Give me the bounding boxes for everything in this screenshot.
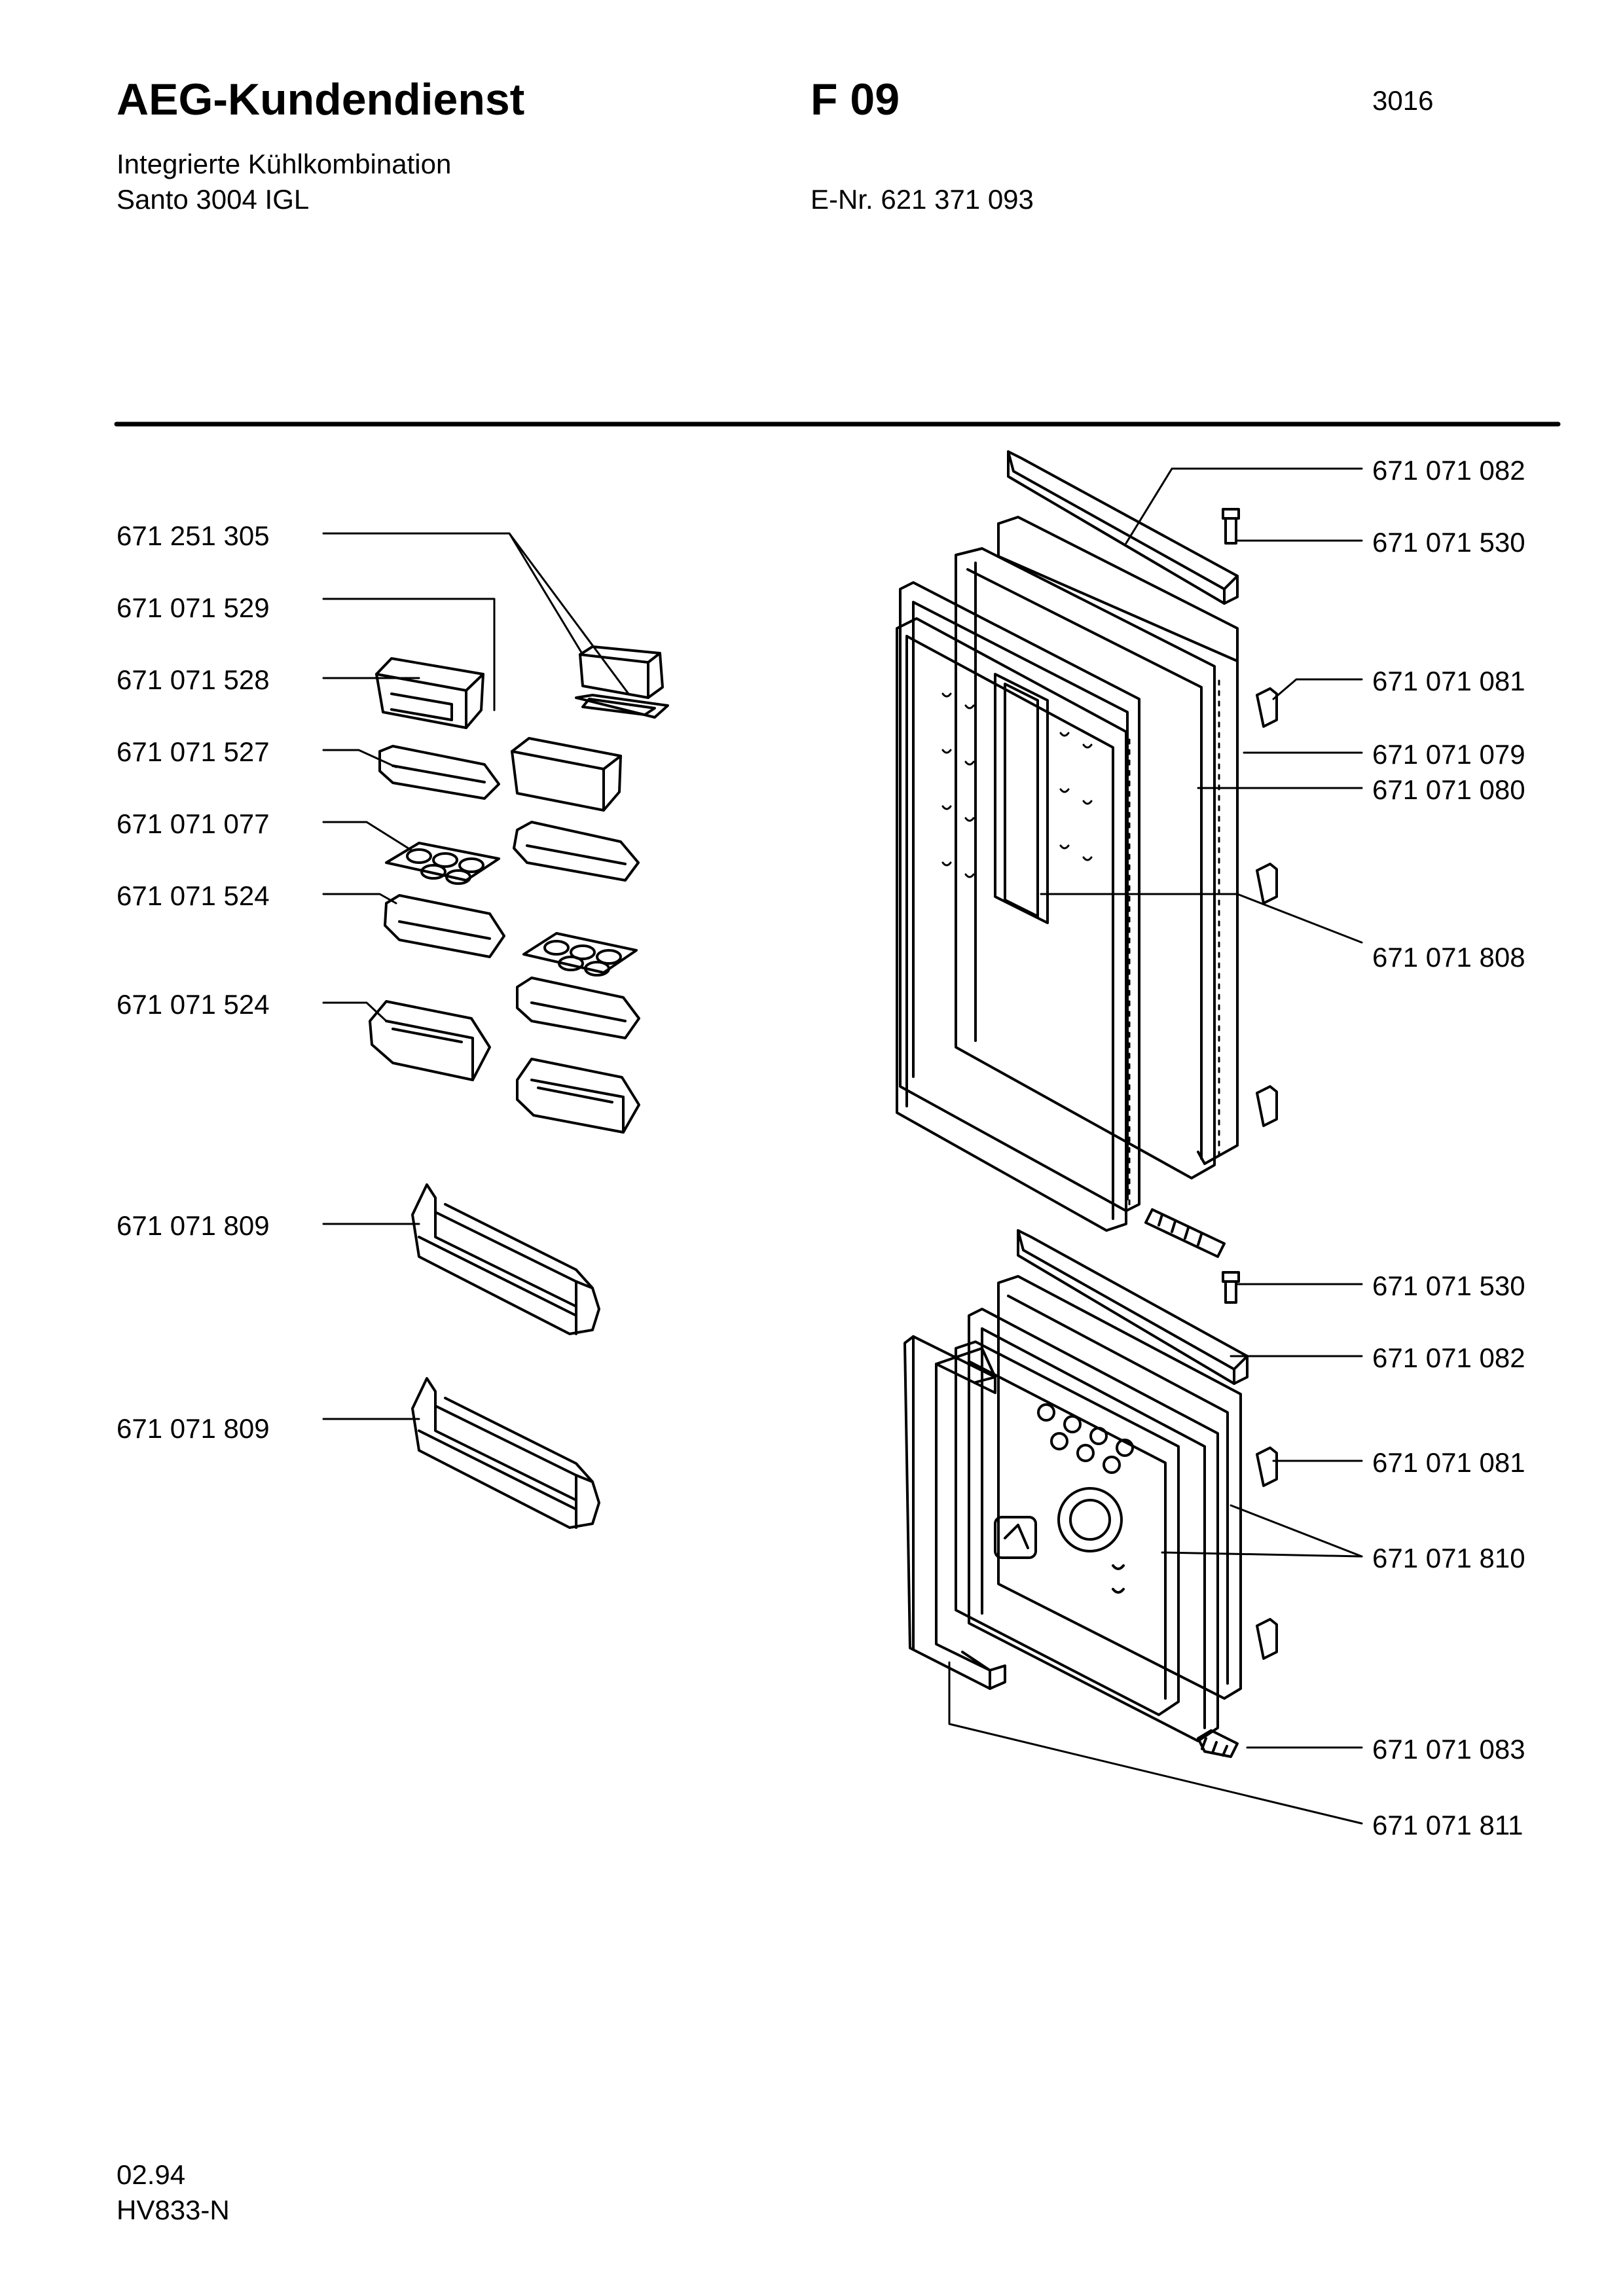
part-number-right: 671 071 808 <box>1372 942 1525 973</box>
egg-tray-lower <box>516 932 640 1039</box>
part-number-left: 671 071 077 <box>117 808 270 839</box>
lower-hinge-rail <box>1017 1229 1249 1385</box>
part-number-right: 671 071 810 <box>1372 1543 1525 1573</box>
door-shelf-lower <box>411 1377 600 1529</box>
part-number-left: 671 071 524 <box>117 989 270 1020</box>
butter-compartment-lower <box>511 737 640 882</box>
e-number: E-Nr. 621 371 093 <box>811 184 1034 215</box>
footer-code: HV833-N <box>117 2195 230 2225</box>
part-number-right: 671 071 083 <box>1372 1734 1525 1765</box>
egg-tray-upper <box>384 842 505 958</box>
part-number-right: 671 071 080 <box>1372 774 1525 805</box>
small-shelf-left <box>369 1000 491 1081</box>
door-seal-upper <box>1128 679 1220 1212</box>
part-number-right: 671 071 082 <box>1372 455 1525 486</box>
hinge-screw-lower <box>1222 1271 1240 1304</box>
part-number-left: 671 071 809 <box>117 1210 270 1241</box>
door-outer-panel-upper <box>997 516 1239 1165</box>
model-name: Santo 3004 IGL <box>117 184 310 215</box>
page-number: 3016 <box>1372 85 1434 116</box>
small-clip-part <box>1144 1208 1226 1258</box>
upper-hinge-rail <box>1007 450 1239 605</box>
leader-lines-right <box>948 467 1363 1825</box>
part-number-right: 671 071 811 <box>1372 1810 1523 1840</box>
product-type: Integrierte Kühlkombination <box>117 149 452 179</box>
part-number-left: 671 071 527 <box>117 736 270 767</box>
part-number-left: 671 251 305 <box>117 520 270 551</box>
brand-title: AEG-Kundendienst <box>117 75 525 124</box>
door-frame-lower <box>903 1335 1006 1690</box>
part-number-right: 671 071 079 <box>1372 739 1525 770</box>
hinge-brackets-upper <box>1256 687 1278 1127</box>
door-shelf-upper <box>411 1183 600 1335</box>
part-number-left: 671 071 524 <box>117 880 270 911</box>
butter-compartment-upper <box>375 657 500 800</box>
part-number-right: 671 071 081 <box>1372 1447 1525 1478</box>
part-number-right: 671 071 530 <box>1372 1270 1525 1301</box>
door-liner-lower <box>955 1340 1180 1716</box>
door-liner-upper <box>896 617 1127 1232</box>
part-number-left: 671 071 528 <box>117 664 270 695</box>
part-number-right: 671 071 530 <box>1372 527 1525 558</box>
door-outer-panel-lower <box>997 1275 1242 1700</box>
part-number-right: 671 071 082 <box>1372 1342 1525 1373</box>
footer-date: 02.94 <box>117 2159 186 2190</box>
part-number-left: 671 071 529 <box>117 592 270 623</box>
liner-holes-upper <box>941 692 1093 878</box>
sheet-number: F 09 <box>811 75 900 124</box>
door-frame-upper <box>955 547 1216 1179</box>
small-shelf-right <box>516 1058 640 1134</box>
part-number-right: 671 071 081 <box>1372 666 1525 696</box>
hinge-brackets-lower <box>1256 1446 1278 1660</box>
small-bracket-part <box>1197 1729 1239 1758</box>
door-inner-panel-lower <box>968 1308 1219 1742</box>
door-inner-panel-upper <box>899 581 1140 1212</box>
egg-box-lid-part <box>575 645 669 719</box>
part-number-left: 671 071 809 <box>117 1413 270 1444</box>
hinge-screw-upper <box>1222 508 1240 545</box>
